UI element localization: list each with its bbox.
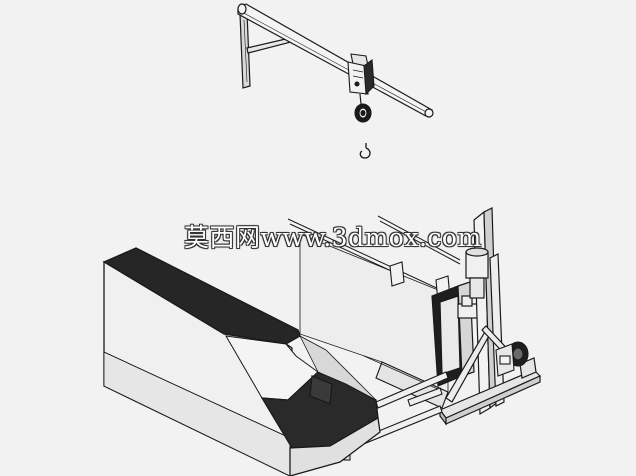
filter-press-frame — [439, 207, 542, 426]
jib-crane — [237, 3, 434, 118]
press-head-block — [431, 281, 485, 387]
lifting-hook — [359, 143, 371, 159]
watermark-text: 莫西网www.3dmox.com — [184, 223, 482, 252]
chain-hoist — [347, 53, 375, 123]
guide-rails — [287, 215, 461, 302]
pump-motor — [495, 341, 529, 377]
crane-brace — [246, 37, 292, 54]
tank — [102, 247, 381, 476]
